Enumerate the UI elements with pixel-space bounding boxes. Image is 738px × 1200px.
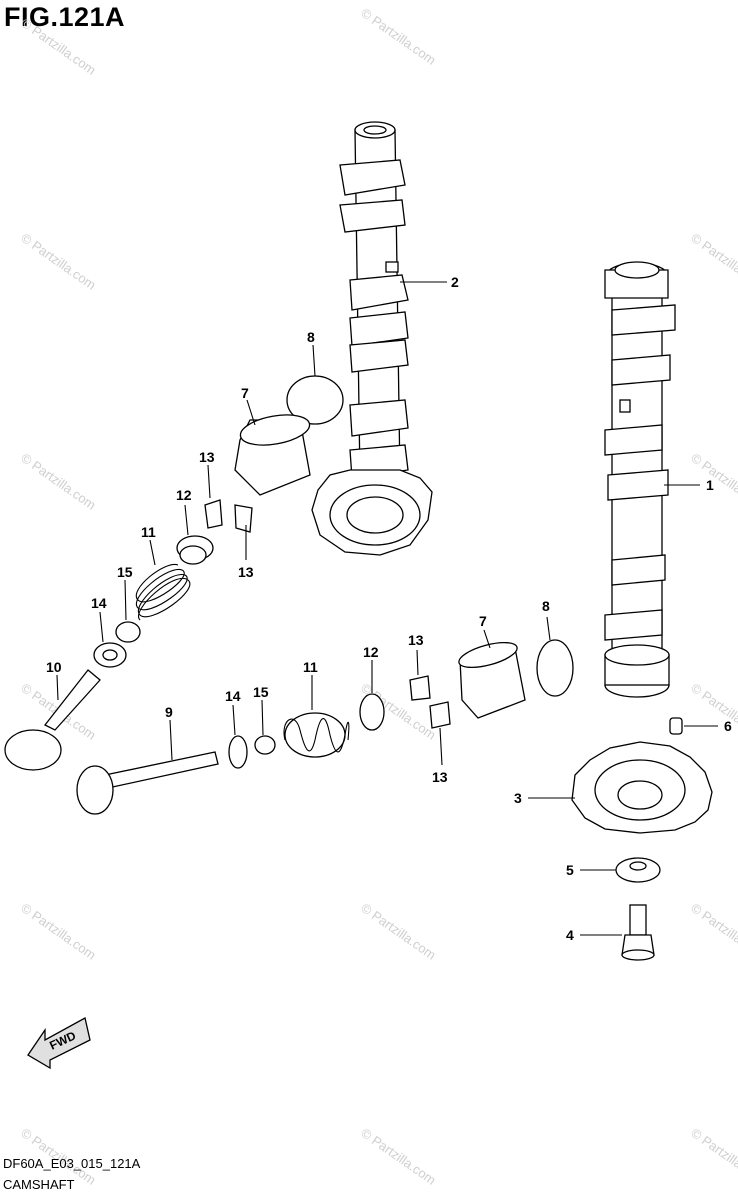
watermark: © Partzilla.com: [18, 15, 98, 78]
cotter-13-upper: [204, 499, 253, 533]
callout-7: 7: [241, 385, 249, 401]
figure-title: FIG.121A: [4, 2, 126, 32]
camshaft-1: [604, 261, 676, 698]
watermark: © Partzilla.com: [688, 1125, 738, 1188]
valve-10: [4, 669, 101, 771]
retainer-12-lower: [359, 693, 385, 731]
spring-11-upper: [135, 564, 191, 621]
callout-9: 9: [165, 704, 173, 720]
watermark: © Partzilla.com: [688, 900, 738, 963]
callout-3: 3: [514, 790, 522, 806]
watermark: © Partzilla.com: [18, 900, 98, 963]
camshaft-2: [311, 121, 433, 556]
watermark: © Partzilla.com: [358, 1125, 438, 1188]
callout-13: 13: [199, 449, 215, 465]
callout-8: 8: [307, 329, 315, 345]
callout-6: 6: [724, 718, 732, 734]
callout-5: 5: [566, 862, 574, 878]
callout-11: 11: [141, 524, 156, 540]
callout-2: 2: [451, 274, 459, 290]
callout-14: 14: [225, 688, 241, 704]
callout-11: 11: [303, 659, 318, 675]
tappet-8-lower: [536, 639, 574, 697]
callout-10: 10: [46, 659, 62, 675]
spring-11-lower: [283, 712, 350, 758]
callout-12: 12: [176, 487, 192, 503]
retainer-12-upper: [176, 535, 214, 565]
watermark: © Partzilla.com: [358, 900, 438, 963]
callout-13: 13: [408, 632, 424, 648]
watermark: © Partzilla.com: [18, 230, 98, 293]
watermark: © Partzilla.com: [18, 450, 98, 513]
seat-14-lower: [228, 735, 248, 769]
diagram-name: CAMSHAFT: [3, 1177, 75, 1192]
watermark: © Partzilla.com: [358, 5, 438, 68]
callout-13: 13: [432, 769, 448, 785]
callout-13: 13: [238, 564, 254, 580]
sprocket-3: [571, 741, 713, 834]
pin-6: [669, 717, 683, 735]
leader-lines: [56, 281, 718, 936]
valve-9: [76, 751, 219, 815]
callout-1: 1: [706, 477, 714, 493]
bolt-4: [621, 904, 655, 961]
callout-8: 8: [542, 598, 550, 614]
callout-4: 4: [566, 927, 574, 943]
seal-15-lower: [254, 735, 276, 755]
callout-14: 14: [91, 595, 107, 611]
tappet-7-lower: [458, 641, 526, 719]
tappet-7-upper: [234, 414, 311, 496]
watermark: © Partzilla.com: [688, 230, 738, 293]
seat-14-upper: [93, 642, 127, 668]
callout-7: 7: [479, 613, 487, 629]
washer-5: [615, 857, 661, 883]
callout-15: 15: [117, 564, 133, 580]
diagram-code: DF60A_E03_015_121A: [3, 1156, 141, 1171]
seal-15-upper: [115, 621, 141, 643]
fwd-arrow-icon: FWD: [27, 1017, 91, 1070]
callouts: 1 2 3 4 5 6 7 7 8 8 9 10 11 11 12 12 13 …: [46, 274, 732, 943]
callout-15: 15: [253, 684, 269, 700]
cotter-13-lower: [409, 675, 451, 729]
callout-12: 12: [363, 644, 379, 660]
